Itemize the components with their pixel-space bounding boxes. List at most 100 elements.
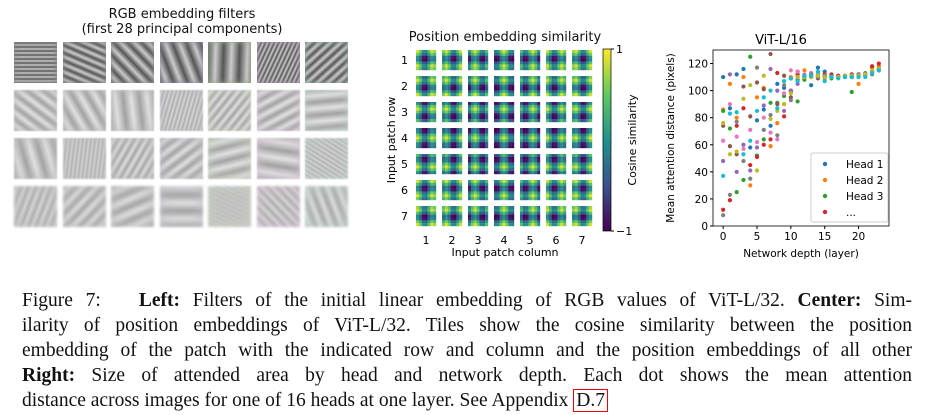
data-point xyxy=(761,137,766,142)
data-point xyxy=(741,74,746,80)
similarity-tile xyxy=(442,128,463,149)
y-tick-label: 0 xyxy=(701,221,708,233)
data-point xyxy=(802,68,807,73)
data-point xyxy=(768,123,773,128)
similarity-tile xyxy=(442,180,463,201)
data-point xyxy=(741,106,746,111)
similarity-tile xyxy=(520,128,541,149)
data-point xyxy=(788,97,793,103)
data-point xyxy=(768,66,773,72)
x-axis-label: Input patch column xyxy=(451,246,558,259)
similarity-tile xyxy=(416,180,437,201)
y-tick-label: 60 xyxy=(695,140,708,152)
data-point xyxy=(768,116,773,122)
data-point xyxy=(748,145,753,150)
similarity-tile xyxy=(520,180,541,201)
filter-tile xyxy=(111,138,154,179)
filters-title-line1: RGB embedding filters xyxy=(108,7,256,22)
data-point xyxy=(761,127,766,132)
similarity-tile xyxy=(520,102,541,123)
similarity-tile xyxy=(442,102,463,123)
data-point xyxy=(741,142,746,147)
data-point xyxy=(775,137,780,142)
y-axis-label: Mean attention distance (pixels) xyxy=(665,53,677,223)
similarity-tile xyxy=(546,102,567,123)
filters-title: RGB embedding filters (first 28 principa… xyxy=(14,7,350,37)
data-point xyxy=(734,110,739,115)
data-point xyxy=(788,76,793,81)
y-tick-label: 100 xyxy=(688,86,708,98)
filter-tile xyxy=(256,138,300,179)
similarity-tile xyxy=(520,50,541,71)
column-label: 7 xyxy=(579,234,586,247)
legend-marker xyxy=(822,193,828,199)
similarity-tile xyxy=(572,154,593,175)
legend-marker xyxy=(822,177,828,183)
similarity-tile xyxy=(416,128,437,149)
similarity-tile xyxy=(442,50,463,71)
appendix-link[interactable]: D.7 xyxy=(573,389,608,412)
similarity-tile xyxy=(546,206,567,227)
x-tick-label: 5 xyxy=(754,231,761,243)
filter-tile xyxy=(159,90,203,131)
similarity-tile xyxy=(546,128,567,149)
data-point xyxy=(856,81,861,86)
data-point xyxy=(721,108,726,114)
data-point xyxy=(815,69,821,74)
data-point xyxy=(856,74,861,80)
similarity-tile xyxy=(572,76,593,97)
data-point xyxy=(727,102,733,107)
similarity-tile xyxy=(416,206,437,227)
similarity-tile xyxy=(494,50,515,71)
caption-line-1: Figure 7: Left: Filters of the initial l… xyxy=(22,290,912,311)
data-point xyxy=(788,91,793,96)
filter-tile xyxy=(305,186,348,227)
data-point xyxy=(727,152,733,157)
similarity-tile xyxy=(468,50,489,71)
data-point xyxy=(727,81,733,86)
similarity-tile xyxy=(468,180,489,201)
data-point xyxy=(721,121,726,126)
data-point xyxy=(775,102,780,107)
data-point xyxy=(768,137,773,142)
y-axis-label: Input patch row xyxy=(385,97,398,184)
colorbar xyxy=(602,48,612,232)
similarity-tile xyxy=(468,76,489,97)
data-point xyxy=(795,79,800,84)
legend-marker xyxy=(822,209,828,215)
data-point xyxy=(748,183,753,188)
filter-tile xyxy=(305,42,348,83)
column-label: 3 xyxy=(475,234,482,247)
similarity-tile xyxy=(520,76,541,97)
row-label: 5 xyxy=(401,158,408,171)
similarity-tile xyxy=(468,128,489,149)
filter-tile xyxy=(208,42,251,83)
data-point xyxy=(849,89,854,95)
data-point xyxy=(876,68,881,73)
data-point xyxy=(741,84,746,89)
plot-frame xyxy=(712,49,890,227)
legend-entry: Head 1 xyxy=(846,159,883,171)
data-point xyxy=(754,168,760,173)
filter-tile xyxy=(208,90,251,131)
data-point xyxy=(748,114,753,119)
similarity-tile xyxy=(494,102,515,123)
data-point xyxy=(741,158,746,164)
x-tick-label: 10 xyxy=(784,231,797,243)
data-point xyxy=(721,173,726,179)
data-point xyxy=(768,88,773,93)
data-point xyxy=(802,73,807,78)
filter-tile xyxy=(159,42,203,83)
legend-entry: Head 3 xyxy=(846,191,883,203)
data-point xyxy=(781,102,787,107)
data-point xyxy=(727,111,733,116)
filter-tile xyxy=(256,42,300,83)
similarity-tile xyxy=(572,206,593,227)
filter-tile xyxy=(305,138,348,179)
filters-title-line2: (first 28 principal components) xyxy=(81,22,283,37)
data-point xyxy=(775,121,780,126)
similarity-tile xyxy=(572,102,593,123)
filter-tile xyxy=(62,42,106,83)
data-point xyxy=(761,142,766,147)
x-tick-label: 0 xyxy=(720,231,727,243)
